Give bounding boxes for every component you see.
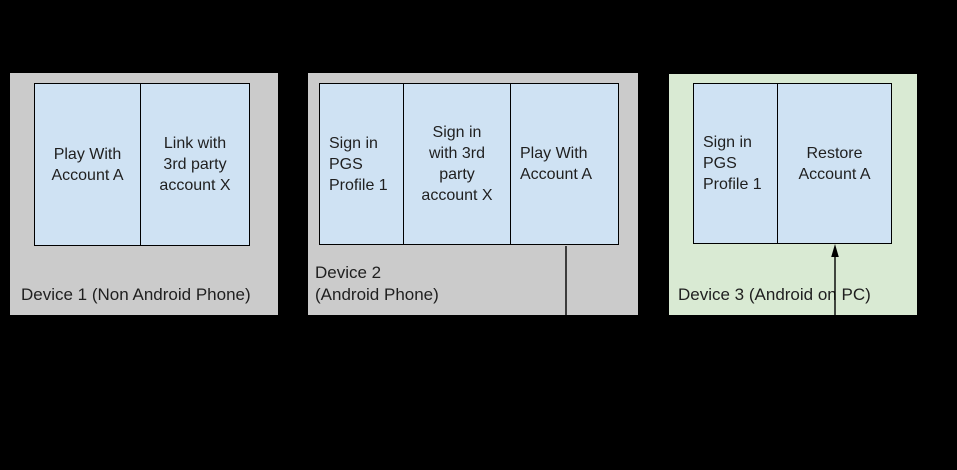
flow-box-sign-in-pgs-profile-1: Sign in PGS Profile 1 [693, 83, 778, 244]
flow-box-sign-in-with-3rd-party-account-x: Sign in with 3rd party account X [404, 83, 511, 245]
device-1-label: Device 1 (Non Android Phone) [21, 285, 251, 304]
flow-box-label: Sign in with 3rd party account X [421, 124, 493, 204]
flow-box-sign-in-pgs-profile-1: Sign in PGS Profile 1 [319, 83, 404, 245]
device-2-panel: Sign in PGS Profile 1 Sign in with 3rd p… [308, 73, 638, 315]
device-1-flow-row: Play With Account A Link with 3rd party … [34, 83, 250, 246]
flow-box-restore-account-a: Restore Account A [778, 83, 892, 244]
flow-box-play-with-account-a: Play With Account A [511, 83, 619, 245]
flow-box-label: Restore Account A [798, 144, 871, 183]
flow-box-label: Link with 3rd party account X [159, 135, 231, 194]
flow-box-label: Play With Account A [51, 145, 124, 184]
device-2-label: Device 2 (Android Phone) [315, 263, 439, 304]
device-3-panel: Sign in PGS Profile 1 Restore Account A … [669, 74, 917, 315]
device-2-flow-row: Sign in PGS Profile 1 Sign in with 3rd p… [319, 83, 619, 245]
flow-box-label: Sign in PGS Profile 1 [703, 134, 762, 193]
device-3-flow-row: Sign in PGS Profile 1 Restore Account A [693, 83, 892, 244]
flow-box-label: Sign in PGS Profile 1 [329, 134, 388, 194]
flow-box-link-with-3rd-party-account-x: Link with 3rd party account X [141, 83, 250, 246]
device-3-label: Device 3 (Android on PC) [678, 285, 871, 304]
flow-box-label: Play With Account A [520, 145, 593, 183]
device-1-panel: Play With Account A Link with 3rd party … [10, 73, 278, 315]
flow-box-play-with-account-a: Play With Account A [34, 83, 141, 246]
